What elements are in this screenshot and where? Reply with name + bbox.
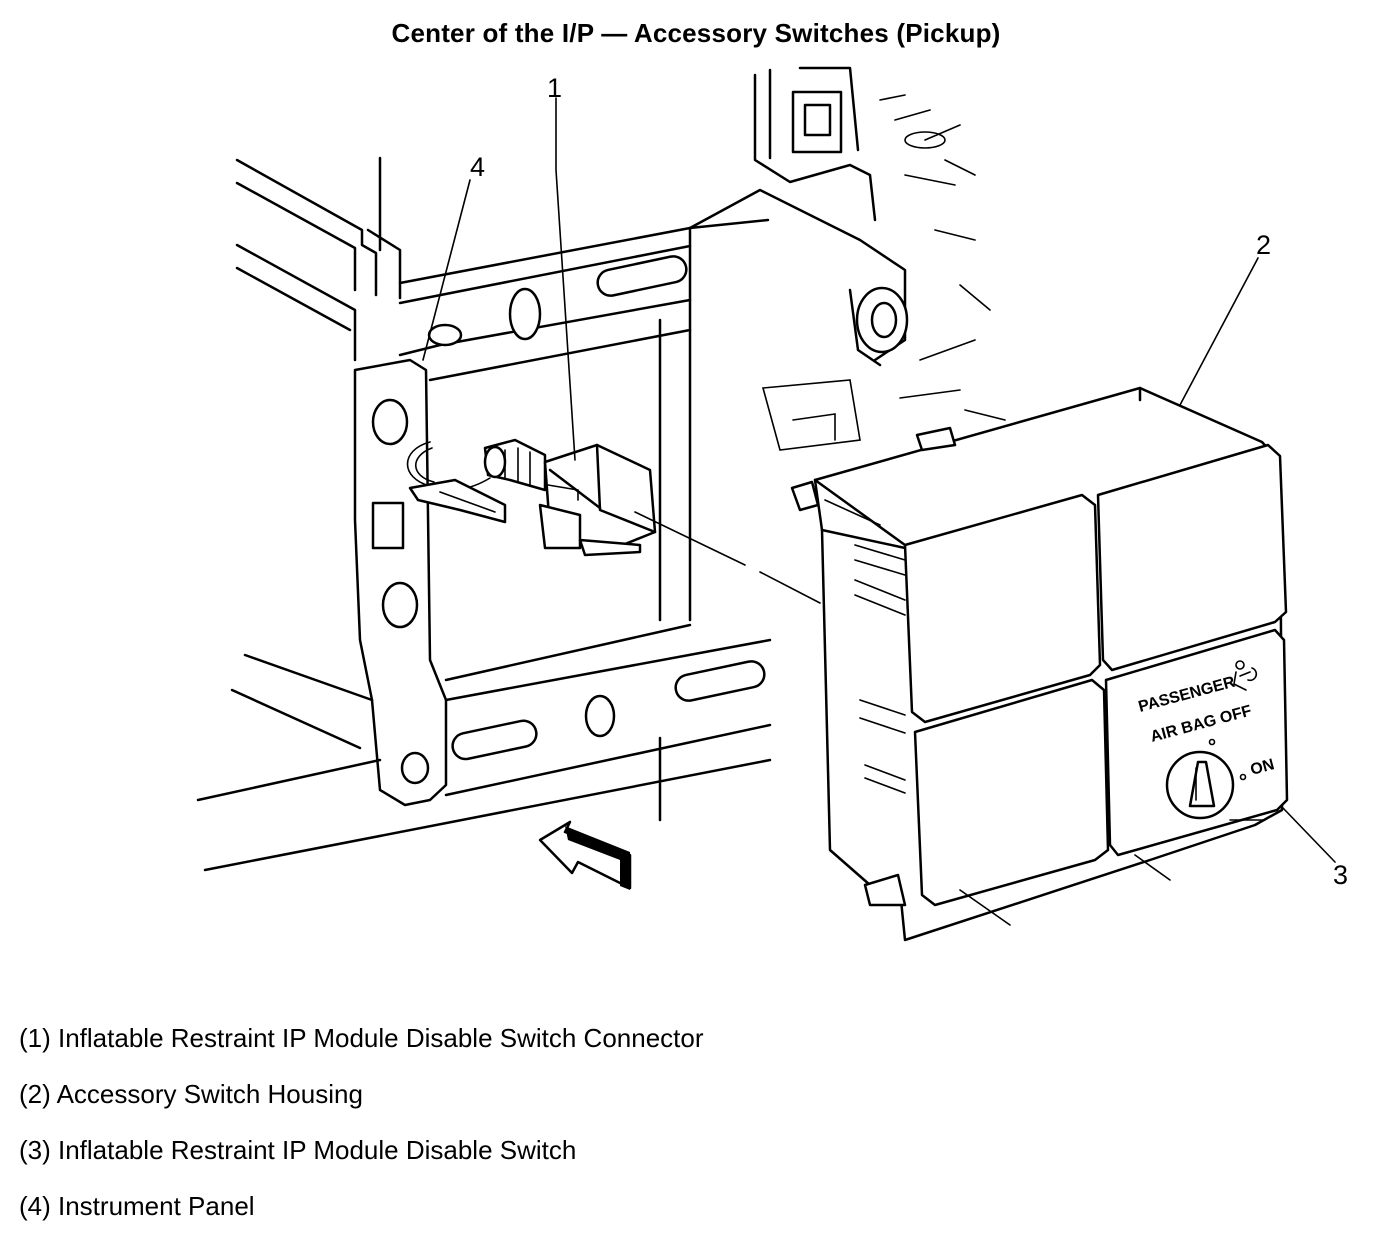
callout-leaders bbox=[422, 97, 1336, 863]
alignment-leader bbox=[634, 511, 821, 604]
legend-item: (3) Inflatable Restraint IP Module Disab… bbox=[19, 1135, 577, 1165]
off-indicator-dot bbox=[1208, 738, 1216, 746]
instrument-panel-frame bbox=[196, 156, 772, 872]
background-structure bbox=[688, 66, 1006, 451]
on-indicator-dot bbox=[1239, 773, 1247, 781]
installation-direction-arrow bbox=[538, 820, 632, 890]
key-cylinder-icon bbox=[1165, 750, 1235, 820]
callout-3: 3 bbox=[1333, 860, 1348, 890]
switch-label-on: ON bbox=[1249, 756, 1277, 779]
disable-switch bbox=[1104, 628, 1289, 857]
exploded-view-illustration: PASSENGER AIR BAG OFF ON 1 2 3 bbox=[196, 66, 1348, 942]
accessory-switch-housing: PASSENGER AIR BAG OFF ON bbox=[790, 386, 1289, 942]
callout-4: 4 bbox=[470, 152, 485, 182]
legend-item: (4) Instrument Panel bbox=[19, 1191, 255, 1221]
legend-item: (1) Inflatable Restraint IP Module Disab… bbox=[19, 1023, 704, 1053]
airbag-person-icon bbox=[1233, 660, 1258, 691]
callout-2: 2 bbox=[1256, 230, 1271, 260]
legend-item: (2) Accessory Switch Housing bbox=[19, 1079, 363, 1109]
callout-1: 1 bbox=[547, 73, 562, 103]
diagram-title: Center of the I/P — Accessory Switches (… bbox=[391, 18, 1001, 48]
switch-connector bbox=[406, 438, 657, 557]
parts-legend: (1) Inflatable Restraint IP Module Disab… bbox=[19, 1020, 704, 1244]
